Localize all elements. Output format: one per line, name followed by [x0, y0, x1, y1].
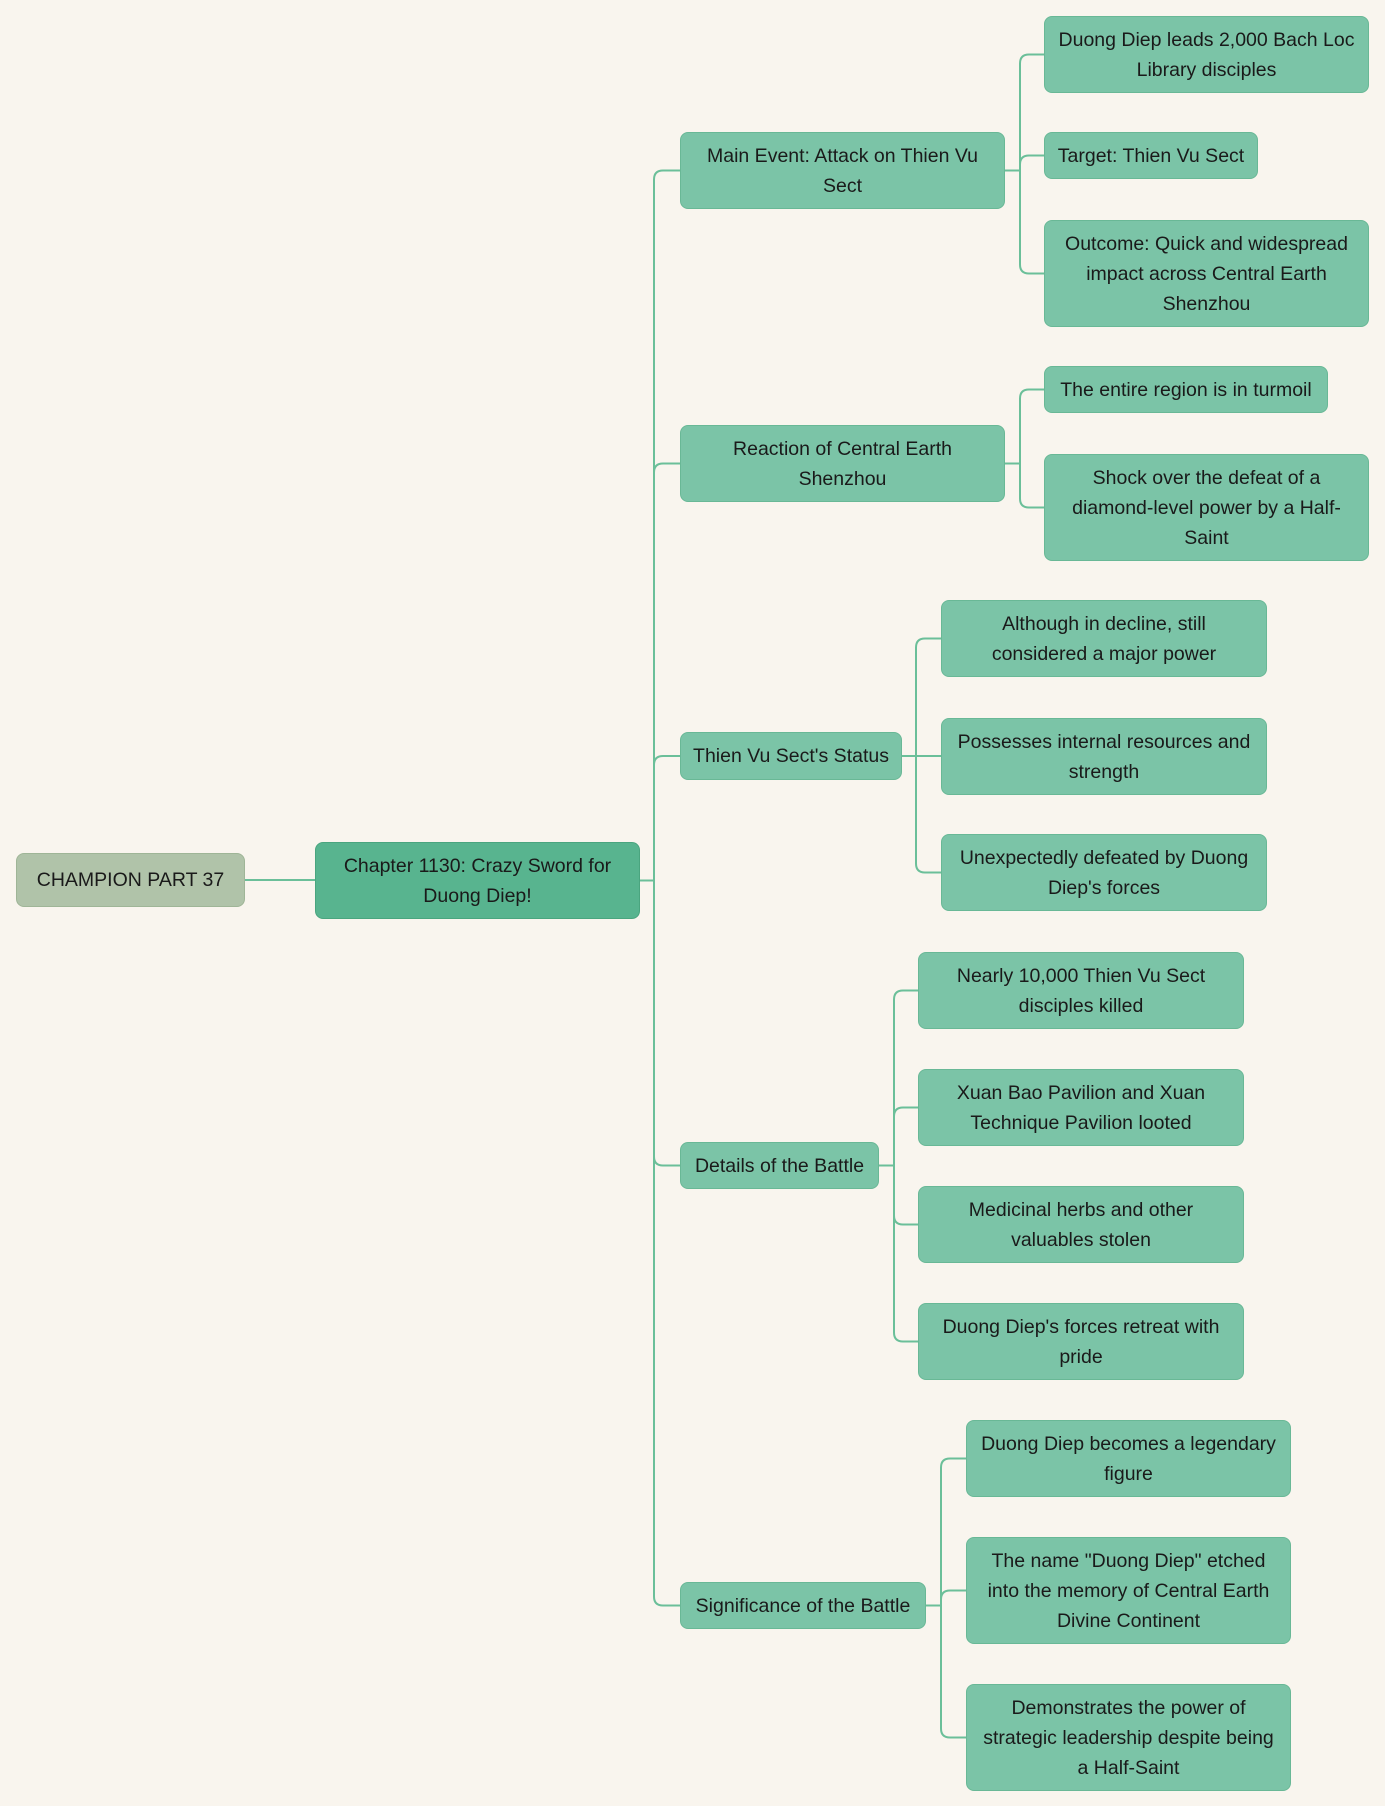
leaf-node[interactable]: Unexpectedly defeated by Duong Diep's fo…	[941, 834, 1267, 911]
connector-line	[879, 989, 918, 1167]
leaf-node[interactable]: Shock over the defeat of a diamond-level…	[1044, 454, 1369, 561]
leaf-node[interactable]: Duong Diep becomes a legendary figure	[966, 1420, 1291, 1497]
connector-line	[902, 755, 941, 874]
connector-line	[1005, 154, 1044, 172]
chapter-node[interactable]: Chapter 1130: Crazy Sword for Duong Diep…	[315, 842, 640, 919]
connector-line	[640, 462, 680, 882]
connector-line	[879, 1164, 918, 1343]
leaf-node[interactable]: Medicinal herbs and other valuables stol…	[918, 1186, 1244, 1263]
branch-status[interactable]: Thien Vu Sect's Status	[680, 732, 902, 780]
connector-line	[879, 1164, 918, 1226]
leaf-node[interactable]: The name "Duong Diep" etched into the me…	[966, 1537, 1291, 1644]
leaf-node[interactable]: Although in decline, still considered a …	[941, 600, 1267, 677]
connector-line	[926, 1457, 966, 1607]
leaf-node[interactable]: The entire region is in turmoil	[1044, 366, 1328, 413]
connector-line	[640, 879, 680, 1607]
connector-line	[640, 169, 680, 882]
leaf-node[interactable]: Possesses internal resources and strengt…	[941, 718, 1267, 795]
leaf-node[interactable]: Outcome: Quick and widespread impact acr…	[1044, 220, 1369, 327]
branch-details[interactable]: Details of the Battle	[680, 1142, 879, 1189]
connector-line	[879, 1106, 918, 1167]
connector-line	[902, 637, 941, 757]
leaf-node[interactable]: Xuan Bao Pavilion and Xuan Technique Pav…	[918, 1069, 1244, 1146]
leaf-node[interactable]: Demonstrates the power of strategic lead…	[966, 1684, 1291, 1791]
connector-line	[1005, 53, 1044, 172]
leaf-node[interactable]: Nearly 10,000 Thien Vu Sect disciples ki…	[918, 952, 1244, 1029]
connector-line	[1005, 462, 1044, 509]
branch-significance[interactable]: Significance of the Battle	[680, 1582, 926, 1629]
branch-reaction[interactable]: Reaction of Central Earth Shenzhou	[680, 425, 1005, 502]
leaf-node[interactable]: Duong Diep leads 2,000 Bach Loc Library …	[1044, 16, 1369, 93]
connector-line	[1005, 169, 1044, 275]
root-node[interactable]: CHAMPION PART 37	[16, 853, 245, 907]
leaf-node[interactable]: Target: Thien Vu Sect	[1044, 132, 1258, 179]
connector-line	[640, 755, 680, 882]
connector-line	[1005, 388, 1044, 465]
connector-line	[640, 879, 680, 1167]
leaf-node[interactable]: Duong Diep's forces retreat with pride	[918, 1303, 1244, 1380]
connector-line	[926, 1589, 966, 1607]
connector-line	[926, 1604, 966, 1739]
branch-main-event[interactable]: Main Event: Attack on Thien Vu Sect	[680, 132, 1005, 209]
